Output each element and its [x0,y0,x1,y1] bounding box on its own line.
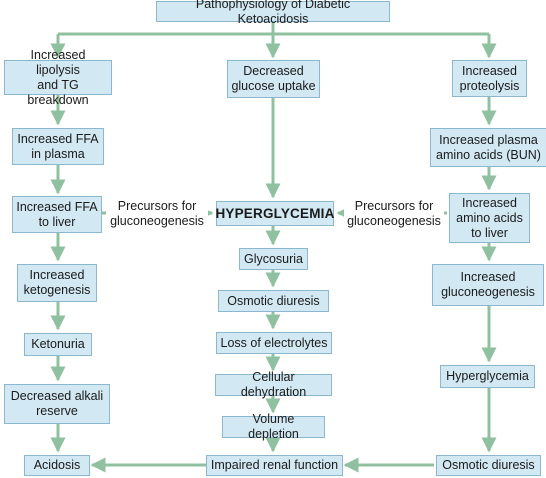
label-precursors-right: Precursors for gluconeogenesis [344,199,444,229]
node-increased-ffa-plasma: Increased FFA in plasma [12,128,104,165]
node-hyperglycemia: HYPERGLYCEMIA [215,201,334,226]
node-impaired-renal-function: Impaired renal function [206,455,343,476]
node-osmotic-diuresis-right: Osmotic diuresis [436,455,541,476]
node-cellular-dehydration: Cellular dehydration [215,370,332,399]
node-osmotic-diuresis-center: Osmotic diuresis [218,290,329,312]
node-ketonuria: Ketonuria [24,333,92,356]
node-decreased-alkali: Decreased alkali reserve [4,384,110,424]
node-increased-gluconeogenesis: Increased gluconeogenesis [432,264,544,306]
node-glycosuria: Glycosuria [239,248,308,270]
node-increased-amino-acids-liver: Increased amino acids to liver [449,193,530,243]
node-loss-of-electrolytes: Loss of electrolytes [216,332,332,354]
node-hyperglycemia-right: Hyperglycemia [440,365,535,388]
node-decreased-glucose-uptake: Decreased glucose uptake [227,60,320,98]
node-acidosis: Acidosis [24,455,90,476]
node-increased-plasma-amino-acids: Increased plasma amino acids (BUN) [430,128,546,167]
node-increased-proteolysis: Increased proteolysis [452,60,527,97]
node-increased-ffa-liver: Increased FFA to liver [12,196,102,233]
diagram-title: Pathophysiology of Diabetic Ketoacidosis [156,0,390,26]
node-increased-ketogenesis: Increased ketogenesis [17,264,97,302]
node-volume-depletion: Volume depletion [222,412,325,441]
label-precursors-left: Precursors for gluconeogenesis [106,199,208,229]
node-increased-lipolysis: Increased lipolysis and TG breakdown [4,48,112,107]
